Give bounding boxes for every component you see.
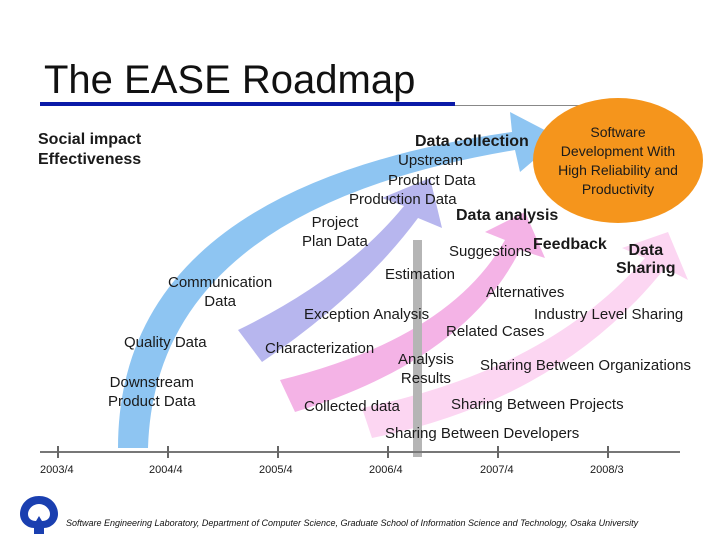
sharing-organizations-label: Sharing Between Organizations: [480, 357, 691, 374]
downstream-line1: Downstream: [109, 374, 194, 391]
timeline-tick: [607, 446, 609, 458]
analysis-results-line2: Results: [400, 370, 451, 387]
exception-analysis-label: Exception Analysis: [304, 306, 430, 323]
page-title: The EASE Roadmap: [44, 58, 416, 102]
goal-line2: Development With: [560, 142, 676, 159]
feedback-label: Feedback: [533, 236, 607, 253]
timeline-tick: [277, 446, 279, 458]
upstream-label: Upstream: [398, 152, 464, 169]
communication-line2: Data: [204, 293, 236, 310]
suggestions-label: Suggestions: [449, 243, 532, 260]
timeline-label-2008: 2008/3: [590, 464, 624, 476]
communication-data: Communication Data: [168, 273, 272, 311]
timeline-tick: [497, 446, 499, 458]
data-sharing-label: Data Sharing: [616, 242, 676, 278]
timeline-label-2005: 2005/4: [259, 464, 293, 476]
arrow-quality-main: [118, 112, 560, 448]
title-underline: [40, 102, 455, 106]
axis-label-line1: Social impact: [38, 131, 142, 148]
arrow-exception-analysis: [238, 178, 442, 362]
communication-line1: Communication: [168, 274, 273, 291]
timeline-axis: [40, 451, 680, 453]
sharing-developers-label: Sharing Between Developers: [385, 425, 580, 442]
production-data-label: Production Data: [349, 191, 457, 208]
estimation-label: Estimation: [385, 266, 456, 283]
collected-data-label: Collected data: [304, 398, 400, 415]
data-sharing-line1: Data: [628, 242, 664, 259]
goal-line3: High Reliability and: [558, 161, 678, 178]
goal-line4: Productivity: [581, 180, 655, 197]
timeline-label-2006: 2006/4: [369, 464, 403, 476]
data-analysis-heading: Data analysis: [456, 207, 559, 224]
timeline-tick: [387, 446, 389, 458]
timeline-label-2004: 2004/4: [149, 464, 183, 476]
osaka-university-logo-icon: [20, 496, 58, 534]
product-data-label: Product Data: [388, 172, 476, 189]
data-sharing-line2: Sharing: [616, 260, 676, 277]
data-collection-heading: Data collection: [415, 133, 529, 150]
footer-affiliation: Software Engineering Laboratory, Departm…: [66, 518, 639, 528]
timeline-tick: [167, 446, 169, 458]
arrow-collected-data: [280, 212, 545, 412]
downstream-product-data: Downstream Product Data: [108, 373, 196, 411]
goal-line1: Software: [590, 123, 646, 140]
analysis-results-line1: Analysis: [398, 351, 454, 368]
characterization-label: Characterization: [265, 340, 375, 357]
axis-label: Social impact Effectiveness: [38, 130, 141, 170]
project-plan-line1: Project: [311, 214, 359, 231]
industry-level-sharing-label: Industry Level Sharing: [534, 306, 684, 323]
project-plan-line2: Plan Data: [302, 233, 368, 250]
project-plan-data: Project Plan Data: [302, 213, 368, 251]
goal-circle: Software Development With High Reliabili…: [533, 98, 703, 223]
axis-label-line2: Effectiveness: [38, 151, 142, 168]
alternatives-label: Alternatives: [486, 284, 565, 301]
analysis-results: Analysis Results: [398, 350, 454, 388]
related-cases-label: Related Cases: [446, 323, 545, 340]
sharing-projects-label: Sharing Between Projects: [451, 396, 624, 413]
timeline-label-2007: 2007/4: [480, 464, 514, 476]
arrow-sharing-developers: [362, 232, 688, 438]
timeline-label-2003: 2003/4: [40, 464, 74, 476]
timeline-tick: [57, 446, 59, 458]
title-rule-extension: [455, 105, 605, 106]
current-period-marker: [413, 240, 422, 457]
quality-data-label: Quality Data: [124, 334, 207, 351]
downstream-line2: Product Data: [108, 393, 196, 410]
